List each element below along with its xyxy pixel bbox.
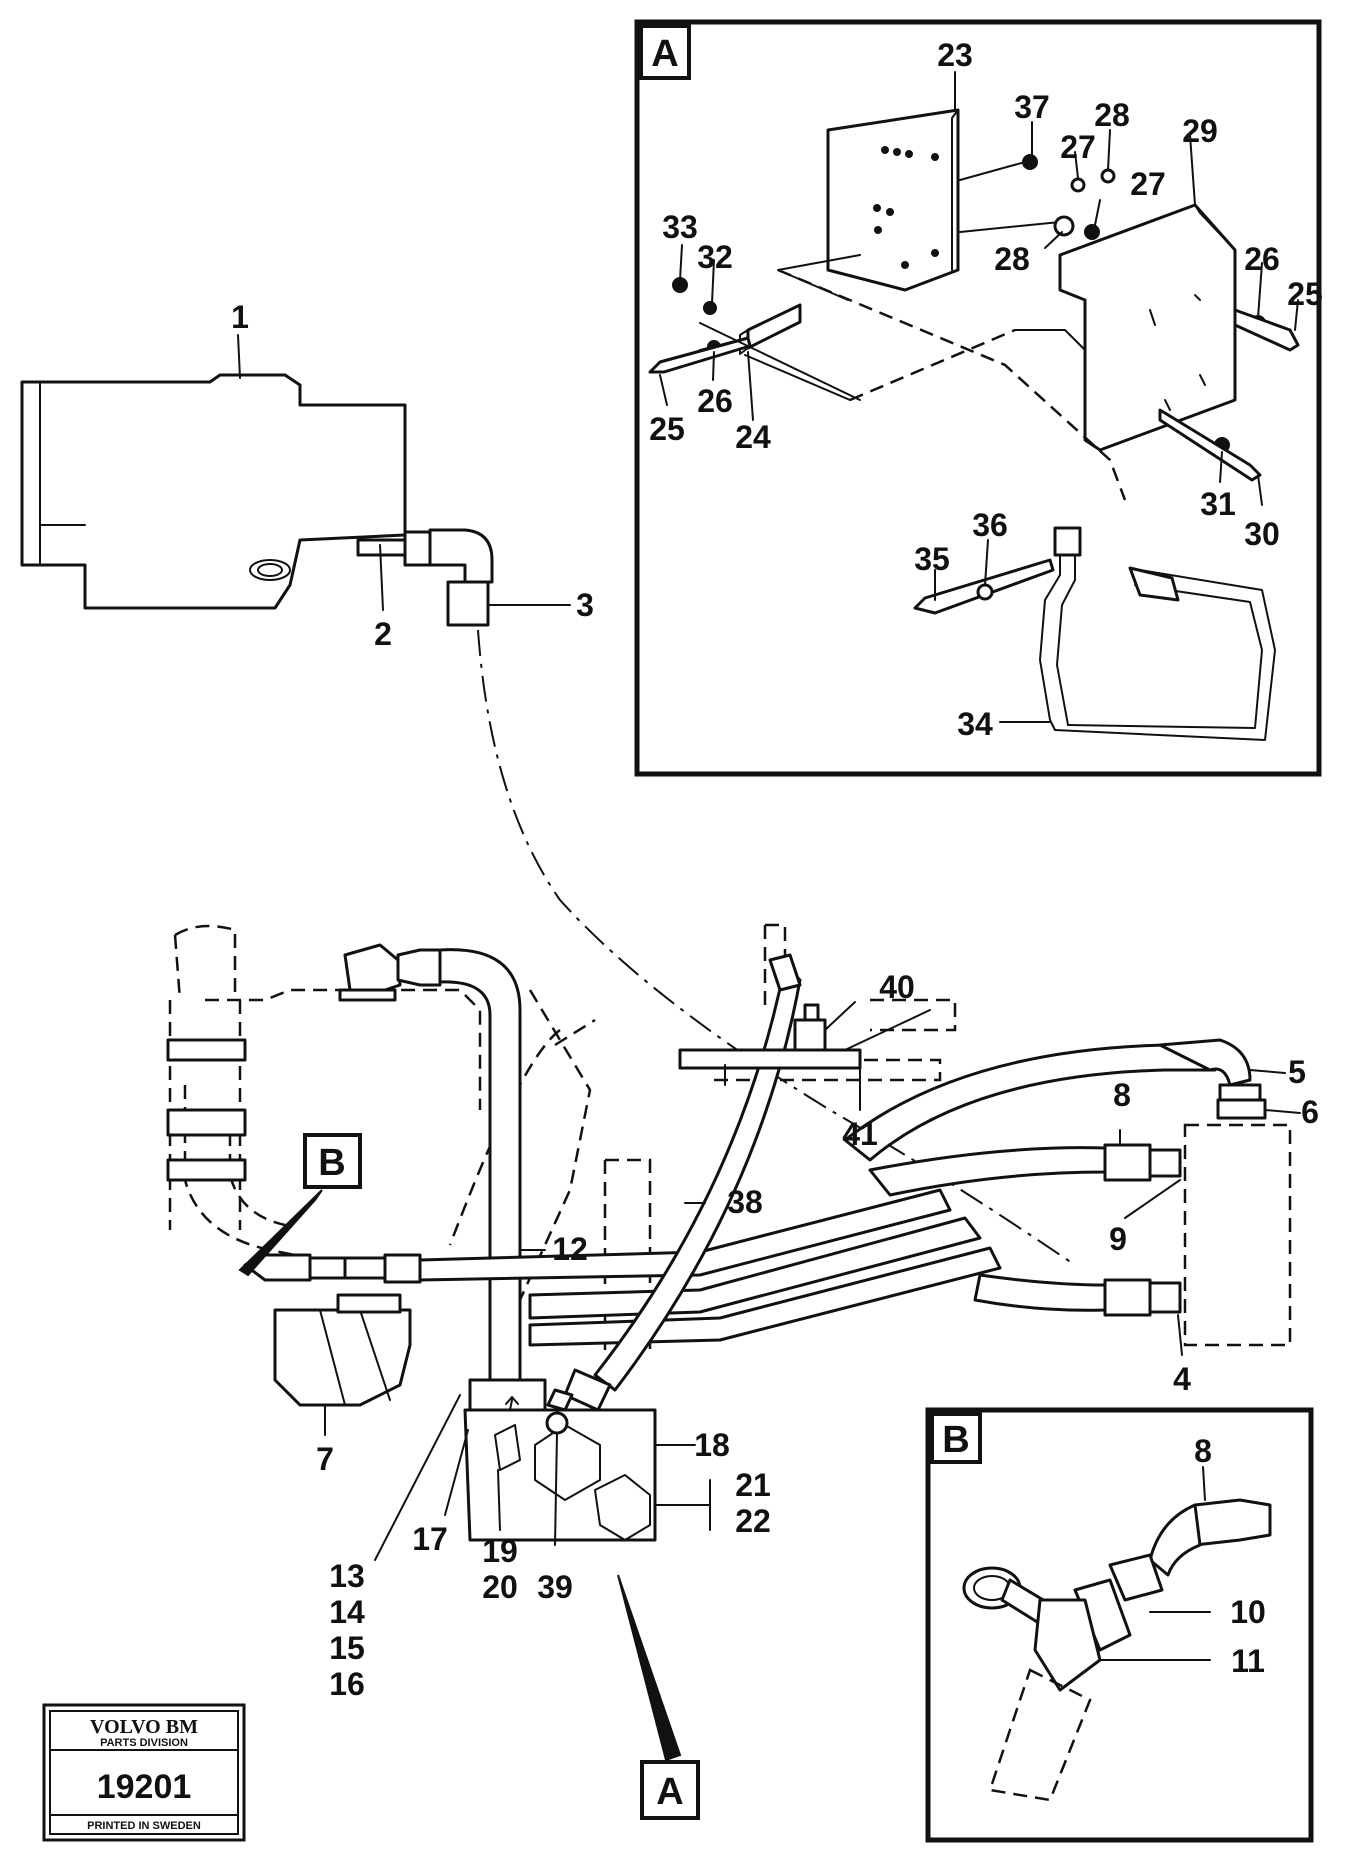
callout-24: 24 — [735, 419, 771, 455]
callout-8b: 8 — [1194, 1433, 1212, 1469]
callout-39: 39 — [537, 1569, 573, 1605]
callout-4: 4 — [1173, 1361, 1191, 1397]
callout-15: 15 — [329, 1630, 365, 1666]
pointer-a: A — [617, 1574, 700, 1820]
callout-21: 21 — [735, 1467, 771, 1503]
detail-a-panel: A — [634, 19, 1323, 777]
callout-30: 30 — [1244, 516, 1280, 552]
callout-28b: 28 — [994, 241, 1030, 277]
callout-32: 32 — [697, 239, 733, 275]
callout-28a: 28 — [1094, 97, 1130, 133]
bolt-25-right — [1233, 308, 1300, 352]
callout-40: 40 — [879, 969, 915, 1005]
callout-2: 2 — [374, 616, 392, 652]
bracket-23 — [826, 108, 960, 292]
callout-8: 8 — [1113, 1077, 1131, 1113]
pointer-a-label: A — [656, 1771, 683, 1813]
lever-plate-34 — [1053, 526, 1082, 557]
callout-3: 3 — [576, 587, 594, 623]
parts-stamp: VOLVO BM PARTS DIVISION 19201 PRINTED IN… — [42, 1703, 246, 1842]
stamp-printed: PRINTED IN SWEDEN — [87, 1820, 201, 1832]
callout-20: 20 — [482, 1569, 518, 1605]
plate-24 — [746, 303, 802, 350]
pointer-b: B — [238, 1133, 362, 1277]
callout-9: 9 — [1109, 1221, 1127, 1257]
callout-27a: 27 — [1060, 129, 1096, 165]
callout-35: 35 — [914, 541, 950, 577]
callout-1: 1 — [231, 299, 249, 335]
callout-34: 34 — [957, 706, 993, 742]
callout-23: 23 — [937, 37, 973, 73]
callout-29: 29 — [1182, 113, 1218, 149]
detail-a-label: A — [651, 33, 678, 75]
callout-27b: 27 — [1130, 166, 1166, 202]
detail-b-label: B — [942, 1419, 969, 1461]
callout-6: 6 — [1301, 1094, 1319, 1130]
callout-26b: 26 — [1244, 241, 1280, 277]
routing-line — [477, 629, 1076, 1266]
detail-b-panel: B 8 10 11 — [925, 1407, 1314, 1843]
bracket-29 — [1058, 203, 1237, 452]
stamp-division: PARTS DIVISION — [100, 1737, 188, 1749]
callout-12: 12 — [552, 1231, 588, 1267]
callout-22: 22 — [735, 1503, 771, 1539]
callout-25b: 25 — [1287, 276, 1323, 312]
callout-19: 19 — [482, 1533, 518, 1569]
housing-1: 1 2 3 — [20, 299, 594, 652]
callout-36: 36 — [972, 507, 1008, 543]
callout-7: 7 — [316, 1441, 334, 1477]
callout-25a: 25 — [649, 411, 685, 447]
callout-18: 18 — [694, 1427, 730, 1463]
callout-31: 31 — [1200, 486, 1236, 522]
callout-26a: 26 — [697, 383, 733, 419]
lever-pad-34 — [1128, 566, 1180, 602]
callout-14: 14 — [329, 1594, 365, 1630]
stamp-brand: VOLVO BM — [90, 1716, 198, 1738]
callout-5: 5 — [1288, 1054, 1306, 1090]
bolt-30 — [1158, 408, 1262, 482]
callout-38: 38 — [727, 1184, 763, 1220]
callout-41: 41 — [842, 1116, 878, 1152]
callout-37: 37 — [1014, 89, 1050, 125]
callout-17: 17 — [412, 1521, 448, 1557]
callout-10: 10 — [1230, 1594, 1266, 1630]
main-assembly: 40 41 38 12 5 6 8 9 4 7 18 21 22 17 19 2… — [166, 923, 1319, 1702]
callout-13: 13 — [329, 1558, 365, 1594]
pointer-b-label: B — [318, 1142, 345, 1184]
callout-11: 11 — [1231, 1643, 1265, 1679]
callout-33: 33 — [662, 209, 698, 245]
bolt-25-left — [648, 336, 752, 374]
callout-16: 16 — [329, 1666, 365, 1702]
stamp-number: 19201 — [97, 1768, 192, 1806]
